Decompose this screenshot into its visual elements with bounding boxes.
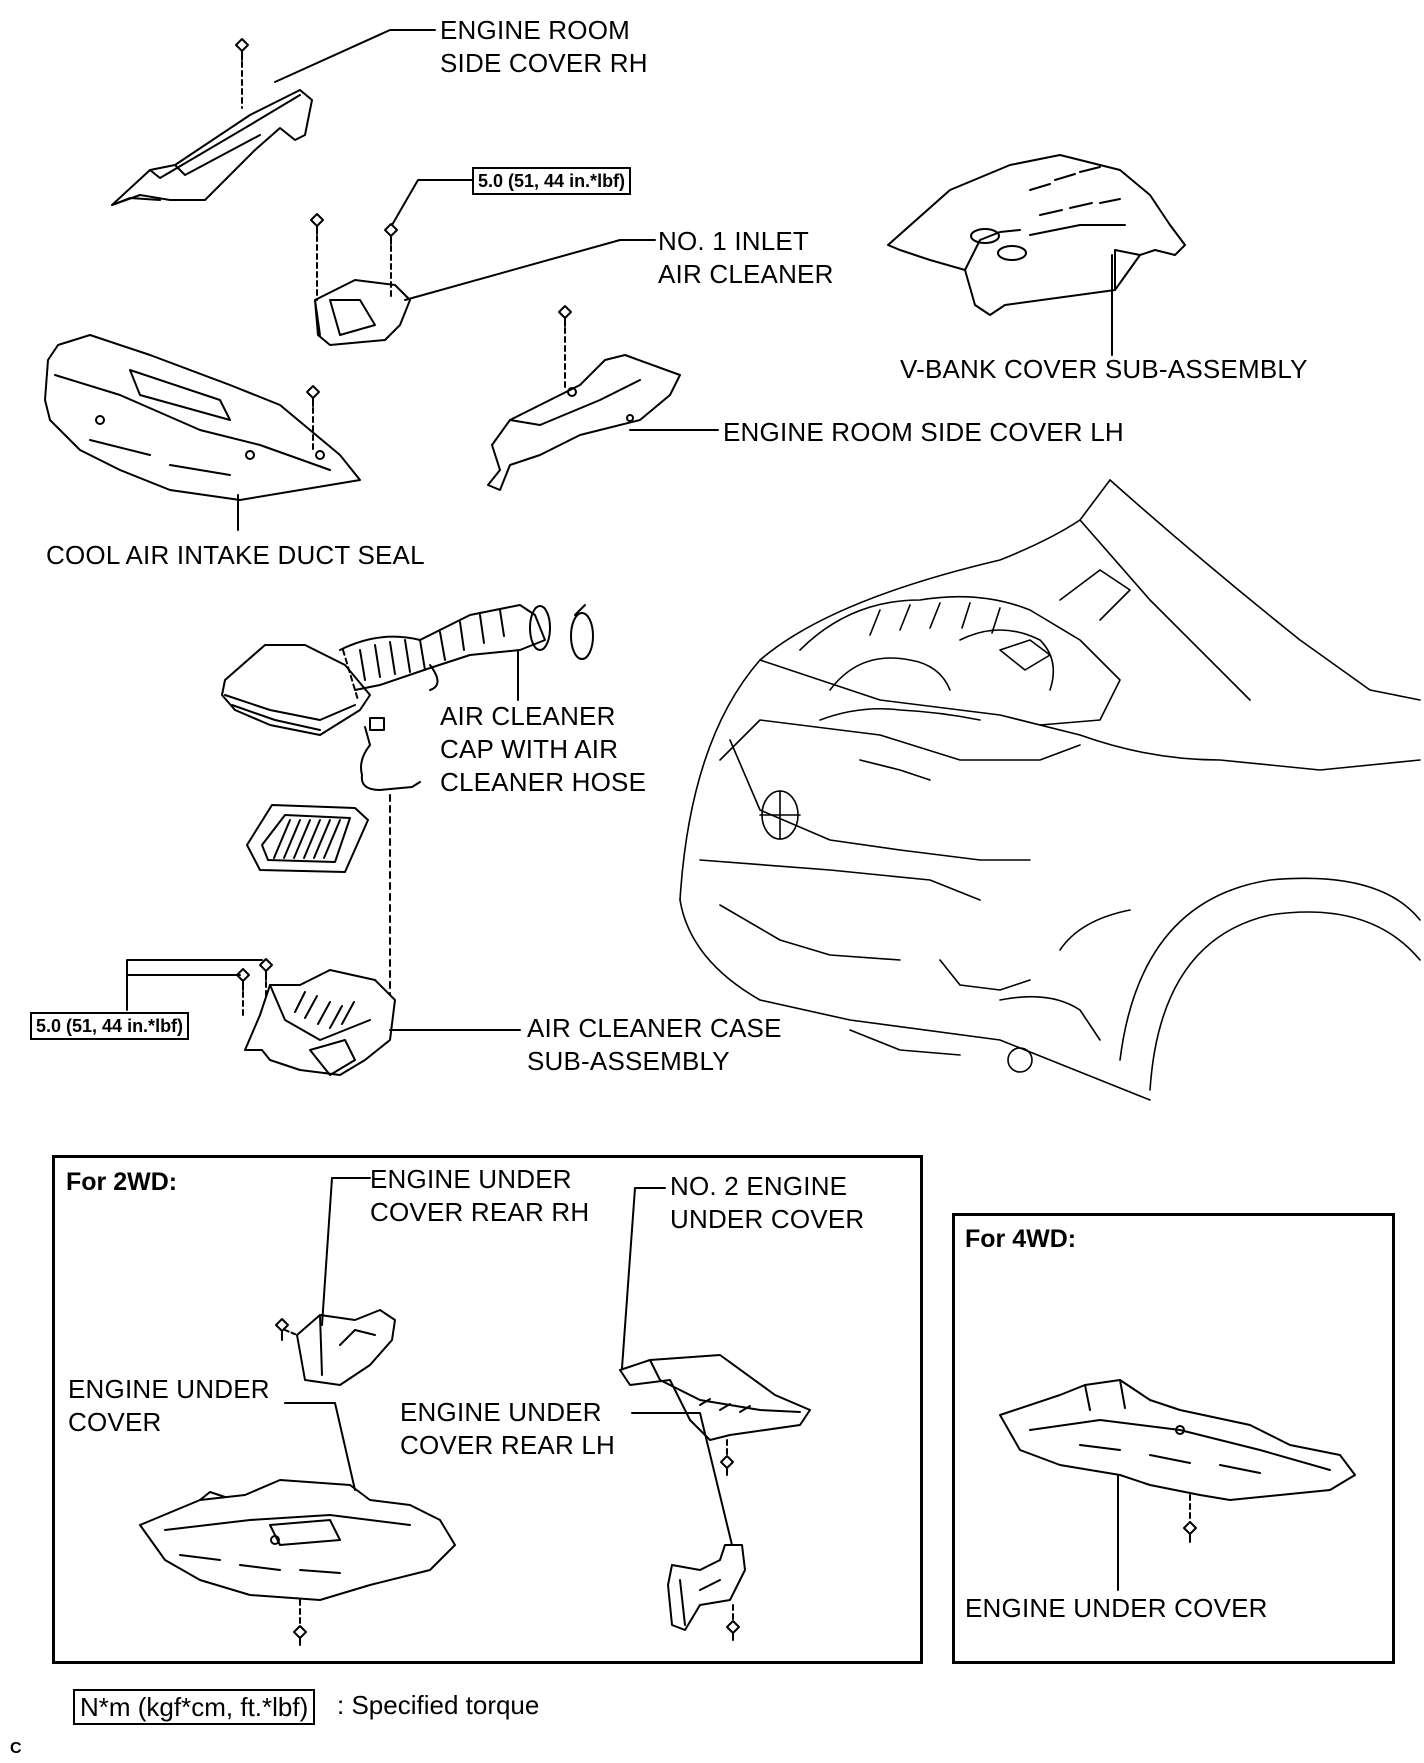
label-engine-room-side-cover-lh: ENGINE ROOM SIDE COVER LH bbox=[723, 417, 1124, 447]
bolt-icon bbox=[275, 1318, 289, 1341]
label-no2-engine-under-cover: NO. 2 ENGINE UNDER COVER bbox=[670, 1171, 865, 1234]
label-engine-room-side-cover-rh: ENGINE ROOM SIDE COVER RH bbox=[440, 15, 648, 78]
bolt-icon bbox=[236, 968, 250, 1016]
torque-spec-case: 5.0 (51, 44 in.*lbf) bbox=[30, 1012, 190, 1040]
label-no1-inlet-air-cleaner: NO. 1 INLET AIR CLEANER bbox=[658, 226, 834, 289]
air-cleaner-case-part bbox=[244, 969, 396, 1076]
panel-2wd bbox=[52, 1155, 923, 1664]
cool-air-intake-duct-seal-part bbox=[44, 334, 361, 501]
panel-4wd-title: For 4WD: bbox=[965, 1225, 1077, 1253]
bolt-icon bbox=[720, 1439, 734, 1476]
legend-torque-unit: N*m (kgf*cm, ft.*lbf) bbox=[73, 1689, 316, 1725]
leader-line-side-cover-rh bbox=[274, 29, 436, 83]
no1-inlet-air-cleaner-part bbox=[314, 279, 411, 346]
leader-line-case-torque bbox=[126, 959, 263, 1011]
panel-4wd bbox=[952, 1213, 1395, 1664]
leader-line-no2-under-cover bbox=[621, 1187, 666, 1369]
label-engine-under-cover-2wd: ENGINE UNDER COVER bbox=[68, 1374, 270, 1437]
leader-line-inlet-air-cleaner bbox=[404, 239, 656, 301]
bolt-icon bbox=[235, 38, 249, 109]
bolt-icon bbox=[306, 385, 320, 453]
engine-room-side-cover-rh-part bbox=[111, 89, 313, 206]
panel-2wd-title: For 2WD: bbox=[66, 1168, 178, 1196]
torque-spec-inlet: 5.0 (51, 44 in.*lbf) bbox=[472, 167, 632, 195]
label-cool-air-intake-duct-seal: COOL AIR INTAKE DUCT SEAL bbox=[46, 540, 425, 570]
label-v-bank-cover: V-BANK COVER SUB-ASSEMBLY bbox=[900, 354, 1308, 384]
label-air-cleaner-case: AIR CLEANER CASE SUB-ASSEMBLY bbox=[527, 1013, 782, 1076]
bolt-icon bbox=[384, 223, 398, 301]
leader-line-under-cover-2wd bbox=[284, 1402, 356, 1491]
corner-mark: C bbox=[10, 1740, 22, 1757]
air-filter-element-part bbox=[246, 804, 369, 873]
engine-room-side-cover-lh-part bbox=[487, 354, 681, 491]
leader-line-under-cover-rear-rh bbox=[321, 1177, 371, 1326]
label-engine-under-cover-rear-lh: ENGINE UNDER COVER REAR LH bbox=[400, 1397, 615, 1460]
sensor-connector-icon bbox=[360, 717, 421, 791]
label-air-cleaner-cap: AIR CLEANER CAP WITH AIR CLEANER HOSE bbox=[440, 701, 647, 797]
leader-line-under-cover-rear-lh bbox=[631, 1412, 733, 1546]
bolt-icon bbox=[310, 213, 324, 301]
vehicle-front-illustration bbox=[679, 479, 1421, 1101]
v-bank-cover-part bbox=[887, 154, 1186, 316]
engine-under-cover-4wd-part bbox=[999, 1379, 1356, 1501]
engine-under-cover-rear-rh-part bbox=[284, 1309, 396, 1386]
alignment-line bbox=[342, 649, 359, 701]
bolt-icon bbox=[259, 958, 273, 1001]
bolt-icon bbox=[558, 305, 572, 389]
engine-under-cover-rear-lh-part bbox=[667, 1544, 746, 1631]
label-engine-under-cover-rear-rh: ENGINE UNDER COVER REAR RH bbox=[370, 1164, 590, 1227]
bolt-icon bbox=[1183, 1494, 1197, 1543]
bolt-icon bbox=[293, 1599, 307, 1646]
legend-torque-text: : Specified torque bbox=[337, 1690, 540, 1720]
bolt-icon bbox=[726, 1604, 740, 1641]
label-engine-under-cover-4wd: ENGINE UNDER COVER bbox=[965, 1593, 1268, 1623]
engine-under-cover-2wd-part bbox=[139, 1479, 456, 1601]
no2-engine-under-cover-part bbox=[619, 1354, 811, 1441]
leader-line-inlet-torque bbox=[391, 179, 473, 226]
hose-clamp-icon bbox=[570, 604, 594, 660]
air-cleaner-cap-part bbox=[221, 604, 551, 736]
